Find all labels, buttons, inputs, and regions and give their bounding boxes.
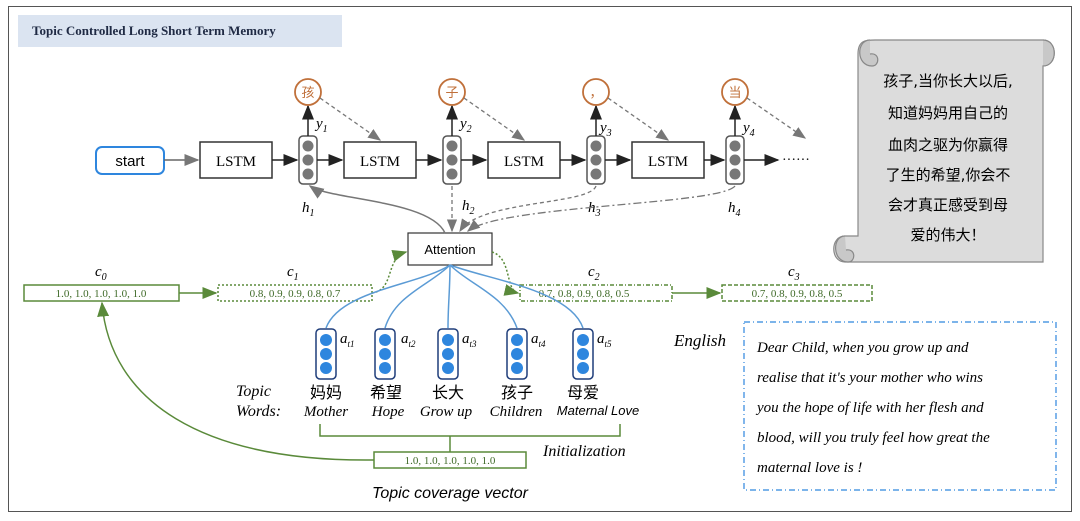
topic-en-3: Grow up bbox=[420, 404, 473, 420]
feedback-arrow-2 bbox=[463, 97, 526, 141]
y-label-1: y1 bbox=[314, 116, 328, 135]
poem-line-6: 爱的伟大！ bbox=[910, 226, 985, 244]
poem-line-2: 知道妈妈用自己的 bbox=[888, 104, 1008, 122]
english-line-5: maternal love is ! bbox=[757, 460, 862, 476]
initialization-label: Initialization bbox=[542, 443, 626, 460]
english-label: English bbox=[673, 331, 726, 350]
hidden-stack-1 bbox=[298, 135, 318, 185]
coverage-label-0: c0 bbox=[95, 264, 107, 283]
hidden-stack-3 bbox=[586, 135, 606, 185]
coverage-values-3: 0.7, 0.8, 0.9, 0.8, 0.5 bbox=[752, 288, 843, 300]
h4-to-attention bbox=[466, 185, 736, 232]
coverage-box-3 bbox=[721, 284, 873, 302]
lstm-cell-1: LSTM bbox=[199, 141, 273, 179]
h-label-4: h4 bbox=[728, 200, 741, 219]
output-char-1: 孩 bbox=[301, 86, 314, 101]
poem-line-5: 会才真正感受到母 bbox=[888, 196, 1008, 214]
poem-line-4: 了生的希望,你会不 bbox=[886, 166, 1011, 184]
attn-line-3 bbox=[447, 264, 451, 329]
init-bracket bbox=[319, 424, 621, 437]
init-to-c0-arrow bbox=[97, 301, 375, 461]
lstm-label-3: LSTM bbox=[504, 154, 544, 170]
coverage-values-0: 1.0, 1.0, 1.0, 1.0, 1.0 bbox=[56, 288, 147, 300]
english-line-4: blood, will you truly feel how great the bbox=[757, 430, 990, 446]
scroll-poem bbox=[833, 39, 1055, 263]
attention-to-coverage2 bbox=[491, 251, 520, 296]
y-label-2: y2 bbox=[458, 116, 472, 135]
hidden-stack-4 bbox=[725, 135, 745, 185]
english-line-3: you the hope of life with her flesh and bbox=[755, 400, 984, 416]
y-label-4: y4 bbox=[741, 120, 755, 139]
lstm-label-2: LSTM bbox=[360, 154, 400, 170]
lstm-cell-2: LSTM bbox=[343, 141, 417, 179]
english-line-2: realise that it's your mother who wins bbox=[757, 370, 983, 386]
attn-line-2 bbox=[384, 264, 451, 329]
topic-en-5: Maternal Love bbox=[557, 403, 639, 418]
topic-zh-5: 母爱 bbox=[567, 383, 599, 402]
topic-zh-1: 妈妈 bbox=[310, 383, 342, 402]
topic-zh-2: 希望 bbox=[370, 383, 402, 402]
start-label: start bbox=[115, 153, 145, 170]
lstm-cell-4: LSTM bbox=[631, 141, 705, 179]
coverage-values-2: 0.7, 0.8, 0.9, 0.8, 0.5 bbox=[539, 288, 630, 300]
output-char-2: 子 bbox=[445, 86, 458, 101]
h3-to-attention bbox=[459, 185, 597, 233]
attn-line-1 bbox=[325, 264, 451, 329]
output-circle-3 bbox=[582, 78, 610, 106]
topic-zh-3: 长大 bbox=[432, 383, 464, 402]
english-box bbox=[743, 321, 1057, 491]
topic-words-label-2: Words: bbox=[236, 403, 281, 420]
ellipsis: ······ bbox=[782, 153, 810, 168]
attention-to-h1 bbox=[308, 185, 446, 234]
poem-line-3: 血肉之驱为你赢得 bbox=[888, 136, 1008, 154]
topic-stack-3 bbox=[437, 328, 459, 380]
attn-line-4 bbox=[449, 264, 518, 329]
topic-en-4: Children bbox=[490, 404, 543, 420]
lstm-label-4: LSTM bbox=[648, 154, 688, 170]
topic-en-1: Mother bbox=[303, 404, 348, 420]
topic-en-2: Hope bbox=[371, 404, 405, 420]
english-line-1: Dear Child, when you grow up and bbox=[756, 340, 969, 356]
coverage-label-1: c1 bbox=[287, 264, 299, 283]
y-label-3: y3 bbox=[598, 120, 612, 139]
topic-coverage-label: Topic coverage vector bbox=[372, 485, 529, 502]
h-label-1: h1 bbox=[302, 200, 315, 219]
attn-weight-1: at1 bbox=[340, 331, 355, 349]
topic-stack-4 bbox=[506, 328, 528, 380]
lstm-label-1: LSTM bbox=[216, 154, 256, 170]
output-circle-1 bbox=[294, 78, 322, 106]
attn-weight-5: at5 bbox=[597, 331, 612, 349]
poem-line-1: 孩子,当你长大以后, bbox=[883, 72, 1013, 90]
attention-label: Attention bbox=[424, 242, 475, 257]
h-label-2: h2 bbox=[462, 198, 475, 217]
topic-stack-1 bbox=[315, 328, 337, 380]
feedback-arrow-4 bbox=[746, 97, 807, 139]
topic-words-label-1: Topic bbox=[236, 383, 271, 400]
init-vector-values: 1.0, 1.0, 1.0, 1.0, 1.0 bbox=[405, 455, 496, 467]
figure-title: Topic Controlled Long Short Term Memory bbox=[32, 23, 276, 38]
feedback-arrow-3 bbox=[607, 97, 670, 141]
coverage-label-3: c3 bbox=[788, 264, 800, 283]
topic-stack-5 bbox=[572, 328, 594, 380]
output-char-4: 当 bbox=[728, 86, 741, 101]
hidden-stack-2 bbox=[442, 135, 462, 185]
h-label-3: h3 bbox=[588, 200, 601, 219]
attn-line-5 bbox=[449, 264, 584, 329]
output-circle-4 bbox=[721, 78, 749, 106]
attn-weight-2: at2 bbox=[401, 331, 416, 349]
topic-stack-2 bbox=[374, 328, 396, 380]
feedback-arrow-1 bbox=[319, 97, 382, 141]
output-char-3: ， bbox=[589, 86, 602, 101]
topic-zh-4: 孩子 bbox=[501, 383, 533, 402]
lstm-cell-3: LSTM bbox=[487, 141, 561, 179]
attn-weight-4: at4 bbox=[531, 331, 546, 349]
title-box bbox=[18, 15, 342, 47]
attn-weight-3: at3 bbox=[462, 331, 477, 349]
coverage-label-2: c2 bbox=[588, 264, 600, 283]
coverage-values-1: 0.8, 0.9, 0.9, 0.8, 0.7 bbox=[250, 288, 341, 300]
output-circle-2 bbox=[438, 78, 466, 106]
